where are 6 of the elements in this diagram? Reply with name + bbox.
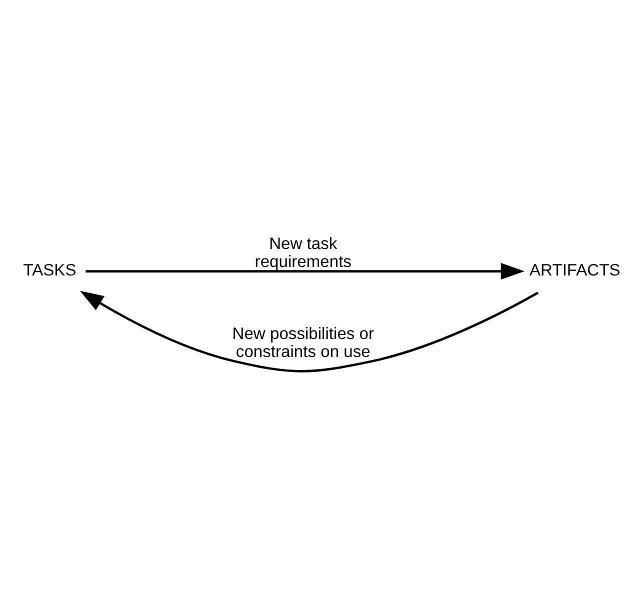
node-text: ARTIFACTS	[530, 260, 620, 280]
edge-label: New task requirements	[254, 234, 352, 270]
node-text: TASKS	[23, 260, 76, 280]
arrow	[80, 290, 539, 372]
arrow	[86, 262, 525, 280]
edge-label: New possibilities or constraints on use	[232, 323, 374, 360]
